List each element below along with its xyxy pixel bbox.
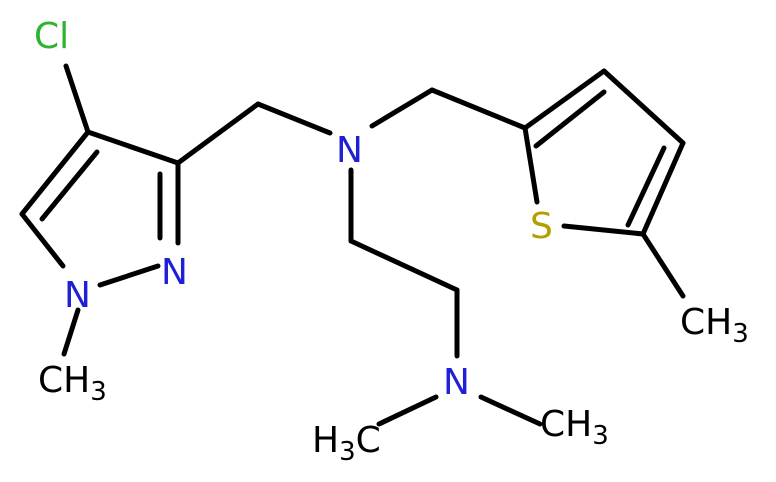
atom-ch3-thiophene: CH3 [680, 302, 749, 349]
bond-s-c2 [522, 125, 540, 205]
bond-c3-c4 [85, 129, 181, 166]
bond-c5-n1 [19, 211, 66, 269]
atom-ch3-right: CH3 [540, 404, 609, 451]
bond-c2-c3-thio-inner [533, 89, 607, 149]
bond-c5-ch3 [640, 231, 686, 299]
bond-c4-cl [63, 63, 91, 135]
bond-ch2-thiophene [429, 87, 528, 131]
bonds [19, 63, 686, 427]
bond-n-ch2-right [369, 87, 435, 129]
bond-n1-ch3 [61, 307, 81, 357]
bond-n-ch3-right [478, 394, 543, 427]
bond-c4-c5 [19, 129, 91, 217]
atom-h3c-left: H3C [312, 420, 381, 467]
bond-c4-c5-thio-inner [625, 145, 667, 228]
bond-c2-c3-thio [522, 68, 607, 131]
atom-n-dimethylamine: N [443, 362, 470, 403]
bond-c4-c5-thio [640, 140, 686, 237]
bond-ch2-n [255, 101, 333, 136]
atom-cl: Cl [34, 16, 69, 57]
atom-s-thiophene: S [530, 206, 553, 247]
atom-ch3-pyrazole: CH3 [38, 360, 107, 407]
bond-n1-n2 [97, 263, 161, 288]
bond-n-ch3-left [376, 394, 439, 427]
bond-c5-s [561, 223, 646, 237]
bond-ch2-ch2 [348, 238, 460, 293]
bond-c3-ch2 [175, 101, 261, 166]
atom-n-pyrazole-2: N [161, 252, 188, 293]
bond-c3-c4-thio [601, 68, 686, 146]
atom-n-pyrazole-1: N [64, 275, 91, 316]
atom-n-central: N [336, 130, 363, 171]
atom-labels: Cl N N CH3 N S CH3 N H3C CH3 [34, 16, 749, 467]
bond-c4-c5-inner [39, 149, 100, 222]
